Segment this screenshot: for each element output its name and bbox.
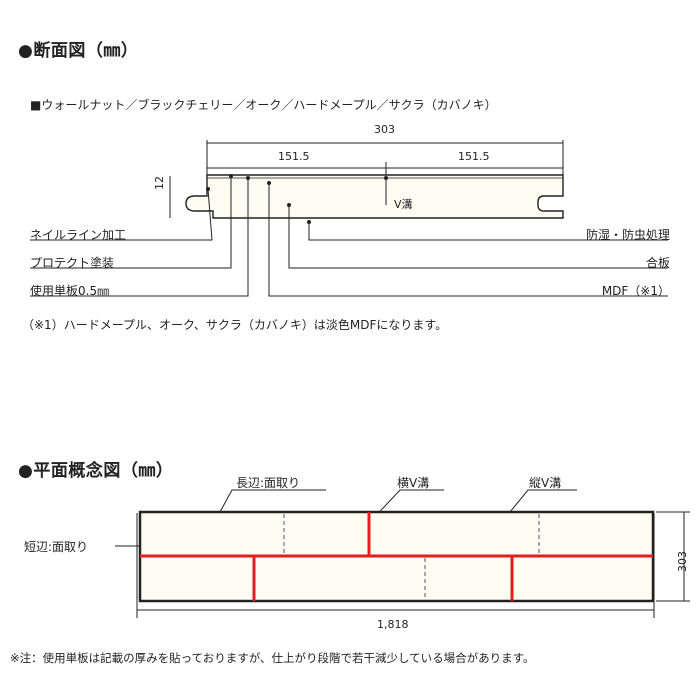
label-veneer-thickness: 使用単板0.5㎜: [30, 284, 110, 298]
label-short-edge-chamfer: 短辺:面取り: [24, 540, 89, 554]
section-title-cross-section: ●断面図（㎜）: [18, 41, 139, 61]
label-plywood: 合板: [645, 256, 670, 270]
label-moisture-insect: 防湿・防虫処理: [585, 228, 670, 242]
leader-lines: [30, 176, 668, 297]
mdf-note: （※1）ハードメープル、オーク、サクラ（カバノキ）は淡色MDFになります。: [22, 318, 448, 332]
board-profile: [185, 174, 564, 219]
vgroove-label: V溝: [394, 198, 413, 211]
label-long-edge-chamfer: 長辺:面取り: [236, 476, 301, 490]
label-horizontal-vgroove: 横V溝: [397, 476, 430, 490]
dim-plan-width: 303: [676, 551, 689, 572]
label-mdf: MDF（※1）: [601, 284, 670, 298]
plan-view: [115, 489, 690, 618]
dim-half-right: 151.5: [458, 150, 490, 163]
label-nail-line: ネイルライン加工: [30, 228, 127, 242]
dim-half-left: 151.5: [278, 150, 310, 163]
label-vertical-vgroove: 縦V溝: [529, 476, 562, 490]
label-protect-coating: プロテクト塗装: [30, 256, 115, 270]
species-list: ■ウォールナット／ブラックチェリー／オーク／ハードメープル／サクラ（カバノキ）: [30, 98, 497, 112]
dim-thickness: 12: [153, 176, 166, 190]
section-title-plan-view: ●平面概念図（㎜）: [18, 461, 174, 481]
dimension-lines: [169, 140, 564, 218]
footnote: ※注：使用単板は記載の厚みを貼っておりますが、仕上がり段階で若干減少している場合…: [10, 651, 535, 665]
dim-total-width: 303: [374, 123, 395, 136]
dim-plan-length: 1,818: [377, 618, 409, 631]
